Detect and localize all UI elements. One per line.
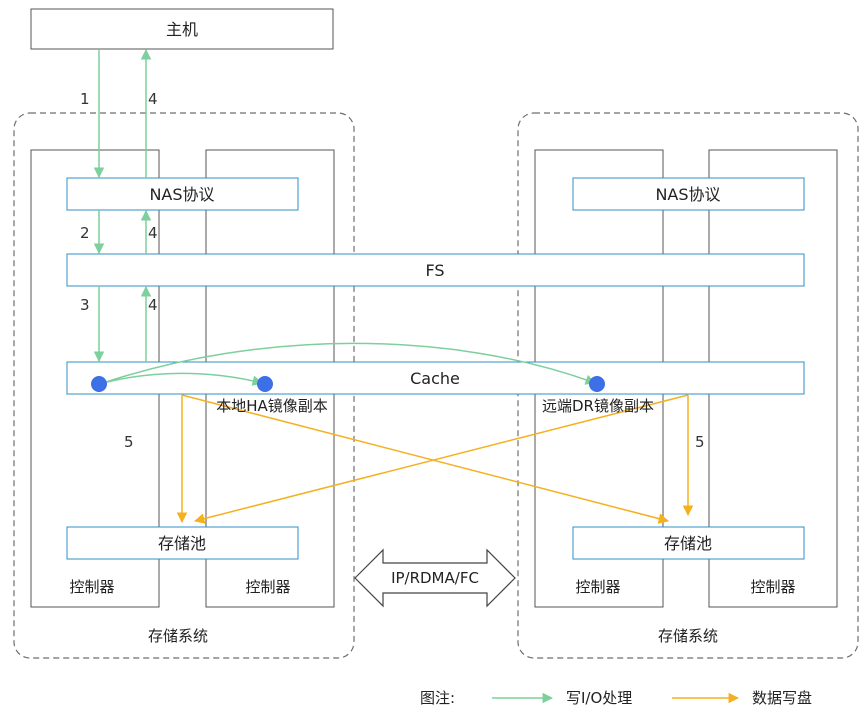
right-pool-label: 存储池: [664, 534, 712, 553]
left-controller-a-label: 控制器: [69, 578, 114, 596]
left-controller-b-label: 控制器: [245, 578, 290, 596]
step-4-label-top: 4: [148, 90, 158, 108]
left-system-label: 存储系统: [148, 627, 208, 645]
remote-copy-dot: [589, 376, 605, 392]
right-controller-b-label: 控制器: [750, 578, 795, 596]
remote-mirror-curve: [99, 342, 596, 385]
link-label: IP/RDMA/FC: [391, 569, 479, 587]
step-4-label-low: 4: [148, 296, 158, 314]
left-nas-label: NAS协议: [149, 185, 214, 204]
right-controller-a-label: 控制器: [575, 578, 620, 596]
link-double-arrow: [354, 548, 516, 608]
local-copy-dot: [257, 376, 273, 392]
primary-cache-dot: [91, 376, 107, 392]
step-3-label: 3: [80, 296, 90, 314]
left-nas-box: [66, 177, 299, 211]
legend-write-disk-label: 数据写盘: [752, 689, 812, 707]
right-nas-label: NAS协议: [655, 185, 720, 204]
left-pool-label: 存储池: [158, 534, 206, 553]
host-box: [30, 8, 334, 50]
left-storage-system: [13, 112, 355, 659]
right-system-label: 存储系统: [658, 627, 718, 645]
host-label: 主机: [166, 20, 198, 39]
local-copy-label: 本地HA镜像副本: [216, 397, 328, 415]
local-mirror-curve: [99, 372, 264, 386]
right-to-left-pool: [193, 394, 689, 524]
legend-title: 图注:: [420, 689, 455, 707]
fs-box: [66, 253, 805, 287]
left-to-right-pool: [181, 394, 670, 524]
right-pool-box: [572, 526, 805, 560]
fs-label: FS: [425, 261, 444, 280]
left-pool-box: [66, 526, 299, 560]
step-5-label-left: 5: [124, 433, 134, 451]
step-5-label-right: 5: [695, 433, 705, 451]
step-4-label-mid: 4: [148, 224, 158, 242]
remote-copy-label: 远端DR镜像副本: [542, 397, 654, 415]
step-1-label: 1: [80, 90, 90, 108]
step-2-label: 2: [80, 224, 90, 242]
right-nas-box: [572, 177, 805, 211]
cache-box: [66, 361, 805, 395]
cache-label: Cache: [410, 369, 460, 388]
legend-write-io-label: 写I/O处理: [566, 689, 632, 707]
